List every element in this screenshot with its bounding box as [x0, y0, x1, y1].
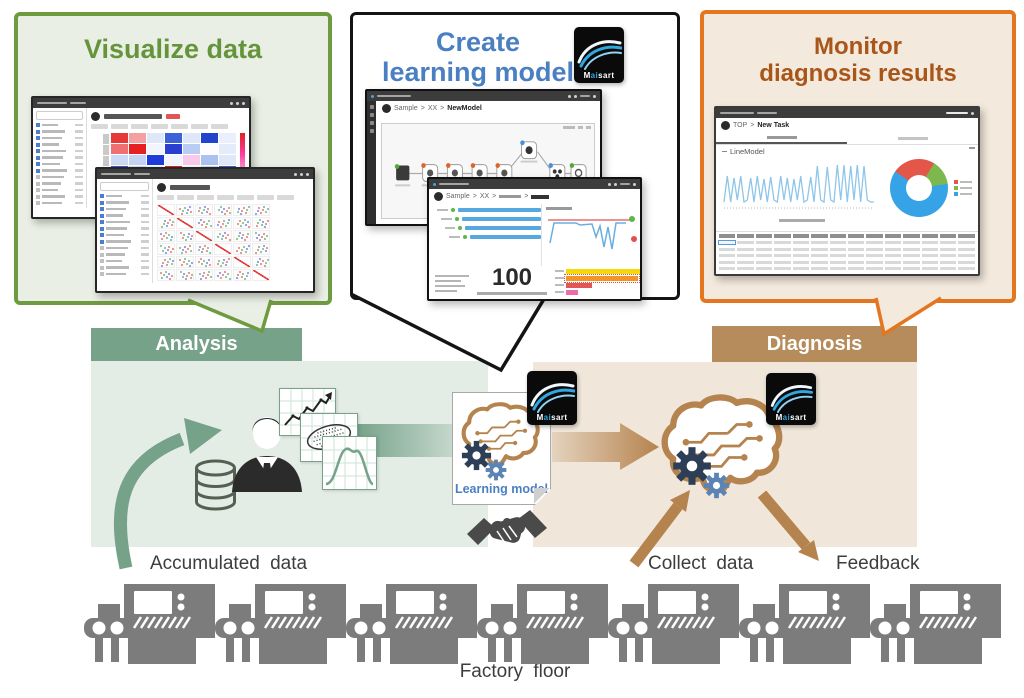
bell-curve-icon [323, 437, 376, 489]
search-input [100, 182, 149, 191]
donut-legend [954, 180, 972, 196]
window-titlebar [33, 98, 249, 108]
window-titlebar [97, 169, 313, 179]
results-table [716, 231, 978, 274]
window-heading [157, 183, 309, 192]
search-input [36, 111, 83, 120]
donut-panel [884, 145, 978, 231]
training-result-window: Sample> XX> > [427, 177, 642, 301]
avatar [721, 121, 730, 130]
filter-chips [157, 195, 309, 200]
maisart-wordmark: Maisart [536, 412, 568, 422]
dashboard-tabs [716, 133, 978, 145]
factory-machines-row [84, 584, 1001, 664]
callout-tail [187, 298, 273, 334]
accumulated-data-arrow-icon [113, 418, 222, 570]
breadcrumb: TOP>New Task [716, 118, 978, 133]
summary-notes [435, 274, 469, 295]
waveform-chart [723, 164, 874, 209]
feature-bars [429, 204, 541, 266]
feedback-label: Feedback [836, 553, 920, 574]
data-analyst-person-icon [232, 417, 302, 492]
scatter-matrix-window [95, 167, 315, 293]
visualize-data-title: Visualize data [83, 34, 263, 64]
maisart-swirl-icon [770, 384, 814, 413]
feedback-arrow-icon [757, 490, 819, 561]
score-value: 100 [491, 264, 533, 291]
pipeline-canvas [381, 123, 595, 219]
maisart-swirl-icon [577, 39, 622, 70]
breadcrumb: Sample> XX> > [429, 189, 640, 204]
line-model-chart-panel: LineModel [716, 145, 884, 231]
monitor-dashboard-window: TOP>New Task LineModel [714, 106, 980, 276]
maisart-logo: Maisart [527, 371, 577, 425]
panel-menu-icon [969, 147, 975, 149]
scatter-plot-matrix [157, 204, 309, 281]
model-to-diagnosis-arrow-icon [552, 423, 659, 470]
maisart-wordmark: Maisart [775, 412, 807, 422]
tab-active [716, 133, 847, 144]
tab-inactive [847, 133, 978, 144]
database-icon [195, 459, 236, 511]
window-titlebar [429, 179, 640, 189]
gear-icon [703, 472, 730, 499]
accumulated-data-label: Accumulated data [150, 553, 308, 574]
status-donut-chart [890, 159, 948, 217]
learning-model-label: Learning model [454, 482, 549, 496]
avatar [382, 104, 391, 113]
score-block: 100 [477, 266, 547, 295]
window-titlebar [716, 108, 978, 118]
maisart-wordmark: Maisart [583, 70, 615, 80]
variable-list-sidebar [33, 108, 87, 208]
accuracy-panel [541, 204, 640, 266]
trend-chart-icon [280, 389, 335, 435]
filter-chips [91, 124, 245, 129]
callout-tail [874, 296, 942, 337]
diagnosis-text: Diagnosis [766, 332, 863, 355]
heatmap-colorbar [240, 133, 245, 197]
canvas-tools [563, 126, 591, 129]
handshake-icon [467, 510, 547, 545]
window-titlebar [367, 91, 600, 101]
avatar [434, 192, 443, 201]
visualize-data-callout: Visualize data [14, 12, 332, 334]
distribution-chart-card [322, 436, 377, 490]
analysis-section-label: Analysis [91, 328, 302, 361]
maisart-logo: Maisart [766, 373, 816, 425]
breadcrumb: Sample> XX> NewModel [377, 101, 600, 116]
gear-icon [485, 459, 507, 481]
line-chart-card [279, 388, 336, 436]
tool-rail [367, 101, 376, 224]
variable-list-sidebar [97, 179, 153, 283]
analysis-text: Analysis [155, 333, 238, 355]
callout-tail [350, 292, 549, 373]
importance-bars [555, 268, 640, 295]
accuracy-chart [548, 216, 637, 250]
avatar [91, 112, 100, 121]
avatar [157, 183, 166, 192]
maisart-swirl-icon [530, 382, 575, 413]
collect-data-arrow-icon [629, 490, 690, 568]
chart-caption [779, 219, 825, 222]
model-name: LineModel [730, 147, 765, 156]
maisart-logo: Maisart [574, 27, 624, 83]
factory-floor-label: Factory floor [459, 661, 571, 682]
collapse-icon [722, 150, 727, 153]
window-heading [91, 112, 245, 121]
collect-data-label: Collect data [648, 553, 754, 574]
